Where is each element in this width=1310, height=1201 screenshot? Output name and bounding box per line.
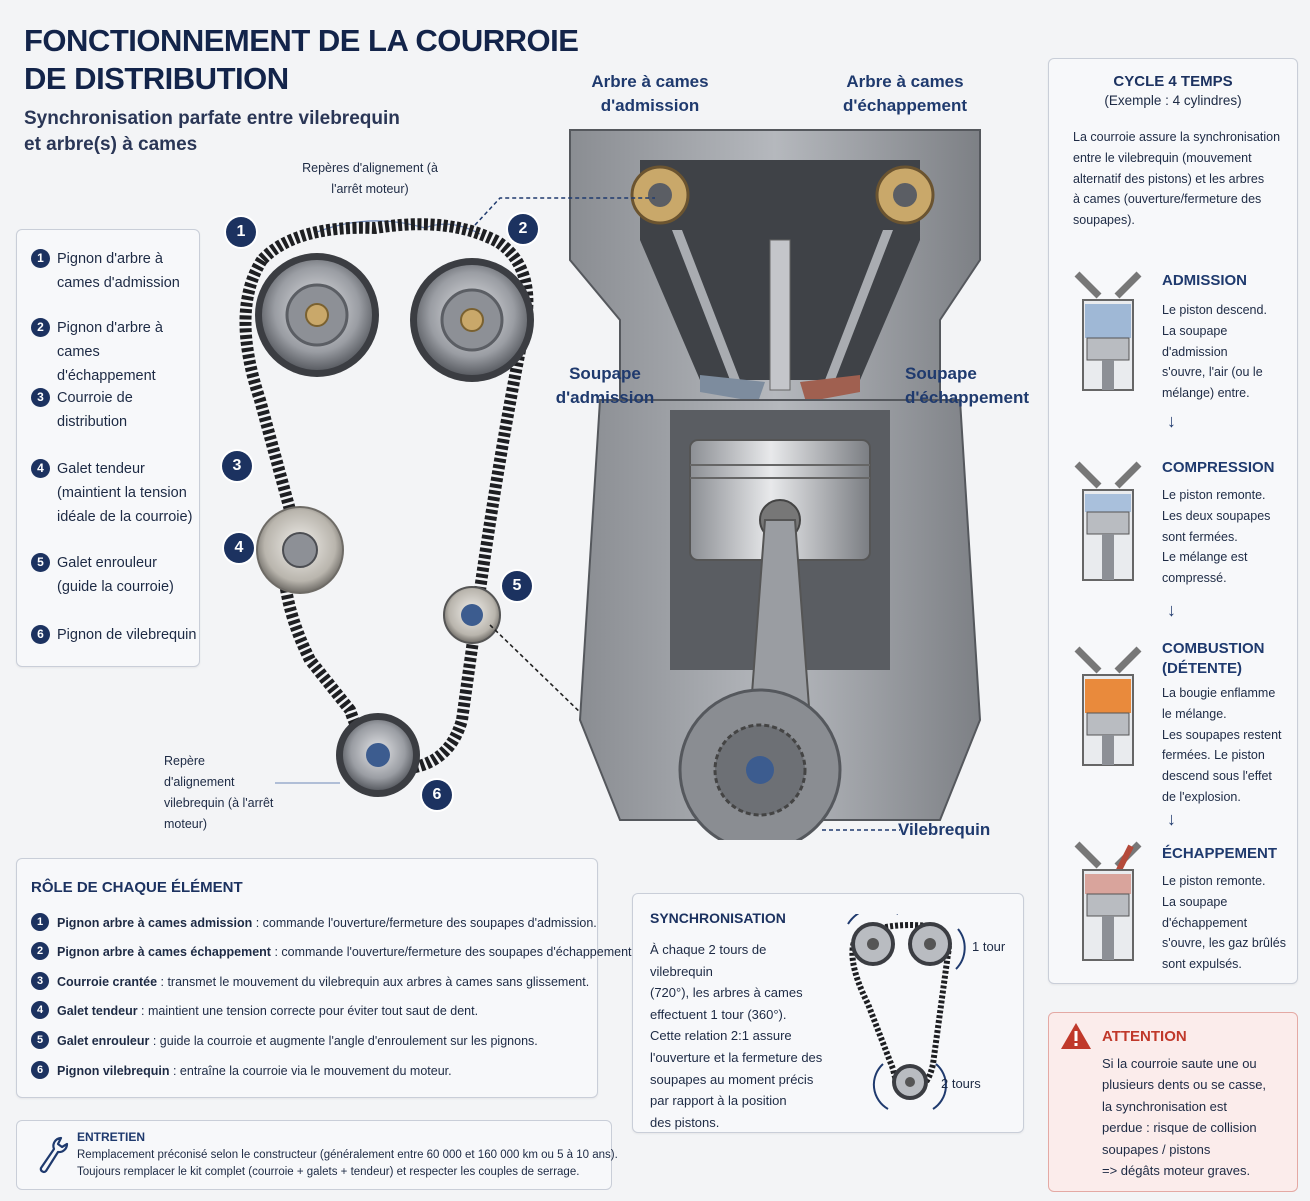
timing-belt-diagram	[239, 218, 580, 797]
label-exhaust-cam: Arbre à cames d'échappement	[842, 72, 967, 115]
attention-body: Si la courroie saute une ou plusieurs de…	[1102, 1056, 1267, 1179]
sync-title: SYNCHRONISATION	[650, 910, 786, 926]
page-title: FONCTIONNEMENT DE LA COURROIE DE DISTRIB…	[24, 23, 579, 96]
cycle-subtitle: (Exemple : 4 cylindres)	[1104, 93, 1242, 108]
badge-4: 4	[224, 533, 254, 563]
cycle-step-title: COMPRESSION	[1162, 459, 1275, 476]
arrow-down-icon: ↓	[1167, 600, 1176, 620]
cycle-step-title: ADMISSION	[1162, 272, 1248, 289]
idler-link-line	[489, 624, 580, 714]
legend-number: 3	[31, 388, 50, 407]
engine-cross-section	[569, 129, 982, 840]
cycle-step-title: ÉCHAPPEMENT	[1162, 845, 1278, 862]
attention-title: ATTENTION	[1102, 1028, 1187, 1045]
tensioner-pulley	[256, 506, 344, 594]
page-subtitle: Synchronisation parfate entre vilebrequi…	[24, 108, 400, 155]
spark-plug	[769, 239, 791, 391]
wrench-icon	[39, 1136, 69, 1173]
idler-pulley	[443, 586, 501, 644]
maintenance-line-1: Remplacement préconisé selon le construc…	[77, 1149, 618, 1161]
badge-2: 2	[508, 214, 538, 244]
legend-number: 6	[31, 625, 50, 644]
legend-number: 4	[31, 459, 50, 478]
legend-label: Pignon d'arbre à cames d'admission	[57, 251, 180, 291]
legend-detail: (guide la courroie)	[57, 579, 174, 595]
maintenance-title: ENTRETIEN	[77, 1130, 146, 1144]
legend-label: Galet tendeur	[57, 461, 145, 477]
legend-number: 1	[31, 249, 50, 268]
alignment-callout-crank: Repère d'alignement vilebrequin (à l'arr…	[164, 754, 274, 831]
intake-cam-gear	[255, 253, 379, 377]
exhaust-valve	[825, 230, 893, 380]
badge-1: 1	[226, 217, 256, 247]
roles-title: RÔLE DE CHAQUE ÉLÉMENT	[31, 879, 243, 896]
label-intake-cam: Arbre à cames d'admission	[591, 72, 709, 115]
legend-label: Galet enrouleur	[57, 555, 157, 571]
legend-number: 2	[31, 318, 50, 337]
alignment-callout-top: Repères d'alignement (à l'arrêt moteur)	[302, 161, 438, 196]
cylinder-icon-combustion	[1074, 646, 1142, 766]
sync-body: À chaque 2 tours de vilebrequin (720°), …	[650, 942, 823, 1130]
warning-icon	[1061, 1023, 1091, 1049]
maintenance-line-2: Toujours remplacer le kit complet (courr…	[77, 1166, 580, 1178]
badge-5: 5	[502, 571, 532, 601]
legend-panel: 1 Pignon d'arbre à cames d'admission 2 P…	[16, 229, 200, 667]
attention-panel: ATTENTION Si la courroie saute une ou pl…	[1048, 1012, 1298, 1192]
badge-3: 3	[222, 451, 252, 481]
cycle-intro: La courroie assure la synchronisation en…	[1073, 130, 1281, 228]
sync-mini-diagram	[847, 914, 966, 1110]
arrow-down-icon: ↓	[1167, 809, 1176, 829]
maintenance-panel: ENTRETIEN Remplacement préconisé selon l…	[16, 1120, 618, 1190]
label-crankshaft: Vilebrequin	[898, 820, 991, 839]
cycle-step-body: Le piston descend. La soupape d'admissio…	[1162, 303, 1267, 401]
legend-detail: (maintient la tension idéale de la courr…	[57, 485, 193, 525]
cycle-step-title: COMBUSTION (DÉTENTE)	[1162, 640, 1265, 677]
legend-label: Pignon d'arbre à cames d'échappement	[57, 320, 163, 384]
exhaust-cam-gear	[410, 258, 534, 382]
cycle-panel: CYCLE 4 TEMPS (Exemple : 4 cylindres) La…	[1048, 58, 1298, 984]
cam-leader-line	[474, 197, 655, 226]
legend-number: 5	[31, 553, 50, 572]
cycle-step-body: La bougie enflamme le mélange. Les soupa…	[1162, 686, 1282, 804]
intake-valve	[672, 230, 740, 380]
cycle-step-body: Le piston remonte. Les deux soupapes son…	[1162, 488, 1271, 586]
cylinder-icon-admission	[1074, 271, 1142, 391]
cycle-step-body: Le piston remonte. La soupape d'échappem…	[1162, 874, 1286, 972]
legend-label: Courroie de distribution	[57, 390, 133, 430]
arrow-down-icon: ↓	[1167, 411, 1176, 431]
sync-label-cam: 1 tour	[972, 939, 1006, 954]
cycle-title: CYCLE 4 TEMPS	[1113, 73, 1233, 90]
badge-6: 6	[422, 780, 452, 810]
sync-panel: SYNCHRONISATION À chaque 2 tours de vile…	[632, 893, 1024, 1133]
cylinder-icon-exhaust	[1074, 841, 1142, 961]
label-intake-valve: Soupape d'admission	[555, 364, 655, 407]
crank-gear	[336, 713, 420, 797]
legend-label: Pignon de vilebrequin	[57, 627, 197, 643]
cylinder-icon-compression	[1074, 461, 1142, 581]
label-exhaust-valve: Soupape d'échappement	[905, 364, 1030, 407]
sync-label-crank: 2 tours	[941, 1076, 981, 1091]
